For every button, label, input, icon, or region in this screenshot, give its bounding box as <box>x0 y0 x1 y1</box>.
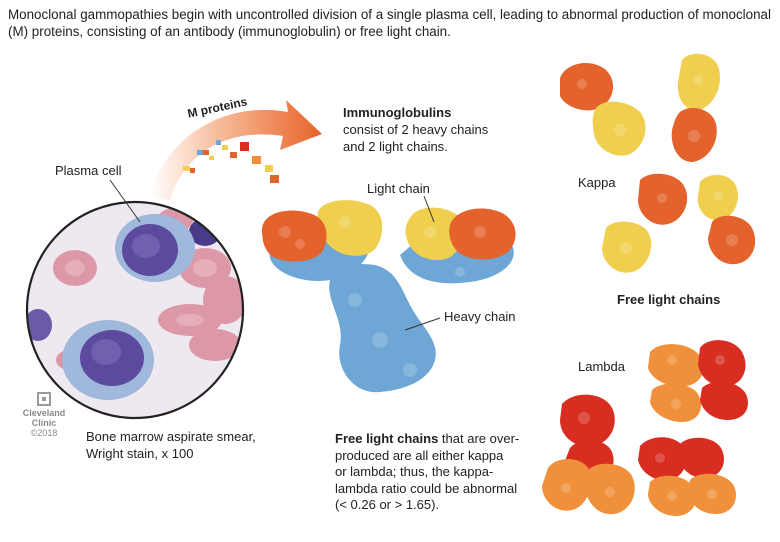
flc-note-bold: Free light chains <box>335 431 439 446</box>
immunoglobulin-molecule <box>262 200 516 393</box>
lambda-free-light-chains <box>542 340 748 516</box>
flc-note-line5: (< 0.26 or > 1.65). <box>335 497 440 512</box>
heavy-chain-label: Heavy chain <box>444 309 516 324</box>
logo-line2: Clinic <box>31 418 57 428</box>
heavy-chain-pointer <box>404 317 441 331</box>
cleveland-clinic-logo: Cleveland Clinic ©2018 <box>22 392 66 438</box>
kappa-free-light-chains <box>560 53 756 273</box>
flc-note-line3: or lambda; thus, the kappa- <box>335 464 494 479</box>
intro-text: Monoclonal gammopathies begin with uncon… <box>8 7 771 39</box>
flc-note-line2: produced are all either kappa <box>335 447 504 463</box>
immunoglobulins-desc-line1: consist of 2 heavy chains <box>343 122 489 137</box>
smear-caption-line2: Wright stain, x 100 <box>86 446 194 461</box>
cleveland-clinic-mark-icon <box>37 392 51 406</box>
lambda-label: Lambda <box>578 359 625 374</box>
flc-note-line1: that are over- <box>438 431 520 446</box>
free-light-chains-note: Free light chains that are over- produce… <box>335 431 545 514</box>
flc-note-line4: lambda ratio could be abnormal <box>335 480 518 496</box>
plasma-cell-label: Plasma cell <box>55 163 122 178</box>
plasma-cell-pointer <box>109 179 141 223</box>
kappa-label: Kappa <box>578 175 616 190</box>
logo-line1: Cleveland <box>22 408 66 418</box>
m-proteins-arrow <box>150 100 322 200</box>
free-light-chains-title: Free light chains <box>617 292 721 307</box>
light-chain-label: Light chain <box>367 181 430 196</box>
logo-line3: ©2018 <box>30 428 58 438</box>
smear-caption-line1: Bone marrow aspirate smear, <box>86 429 256 444</box>
smear-micrograph <box>25 200 245 420</box>
light-chain-pointer <box>423 195 435 223</box>
immunoglobulins-title: Immunoglobulins <box>343 105 452 120</box>
immunoglobulins-desc-line2: and 2 light chains. <box>343 139 448 154</box>
